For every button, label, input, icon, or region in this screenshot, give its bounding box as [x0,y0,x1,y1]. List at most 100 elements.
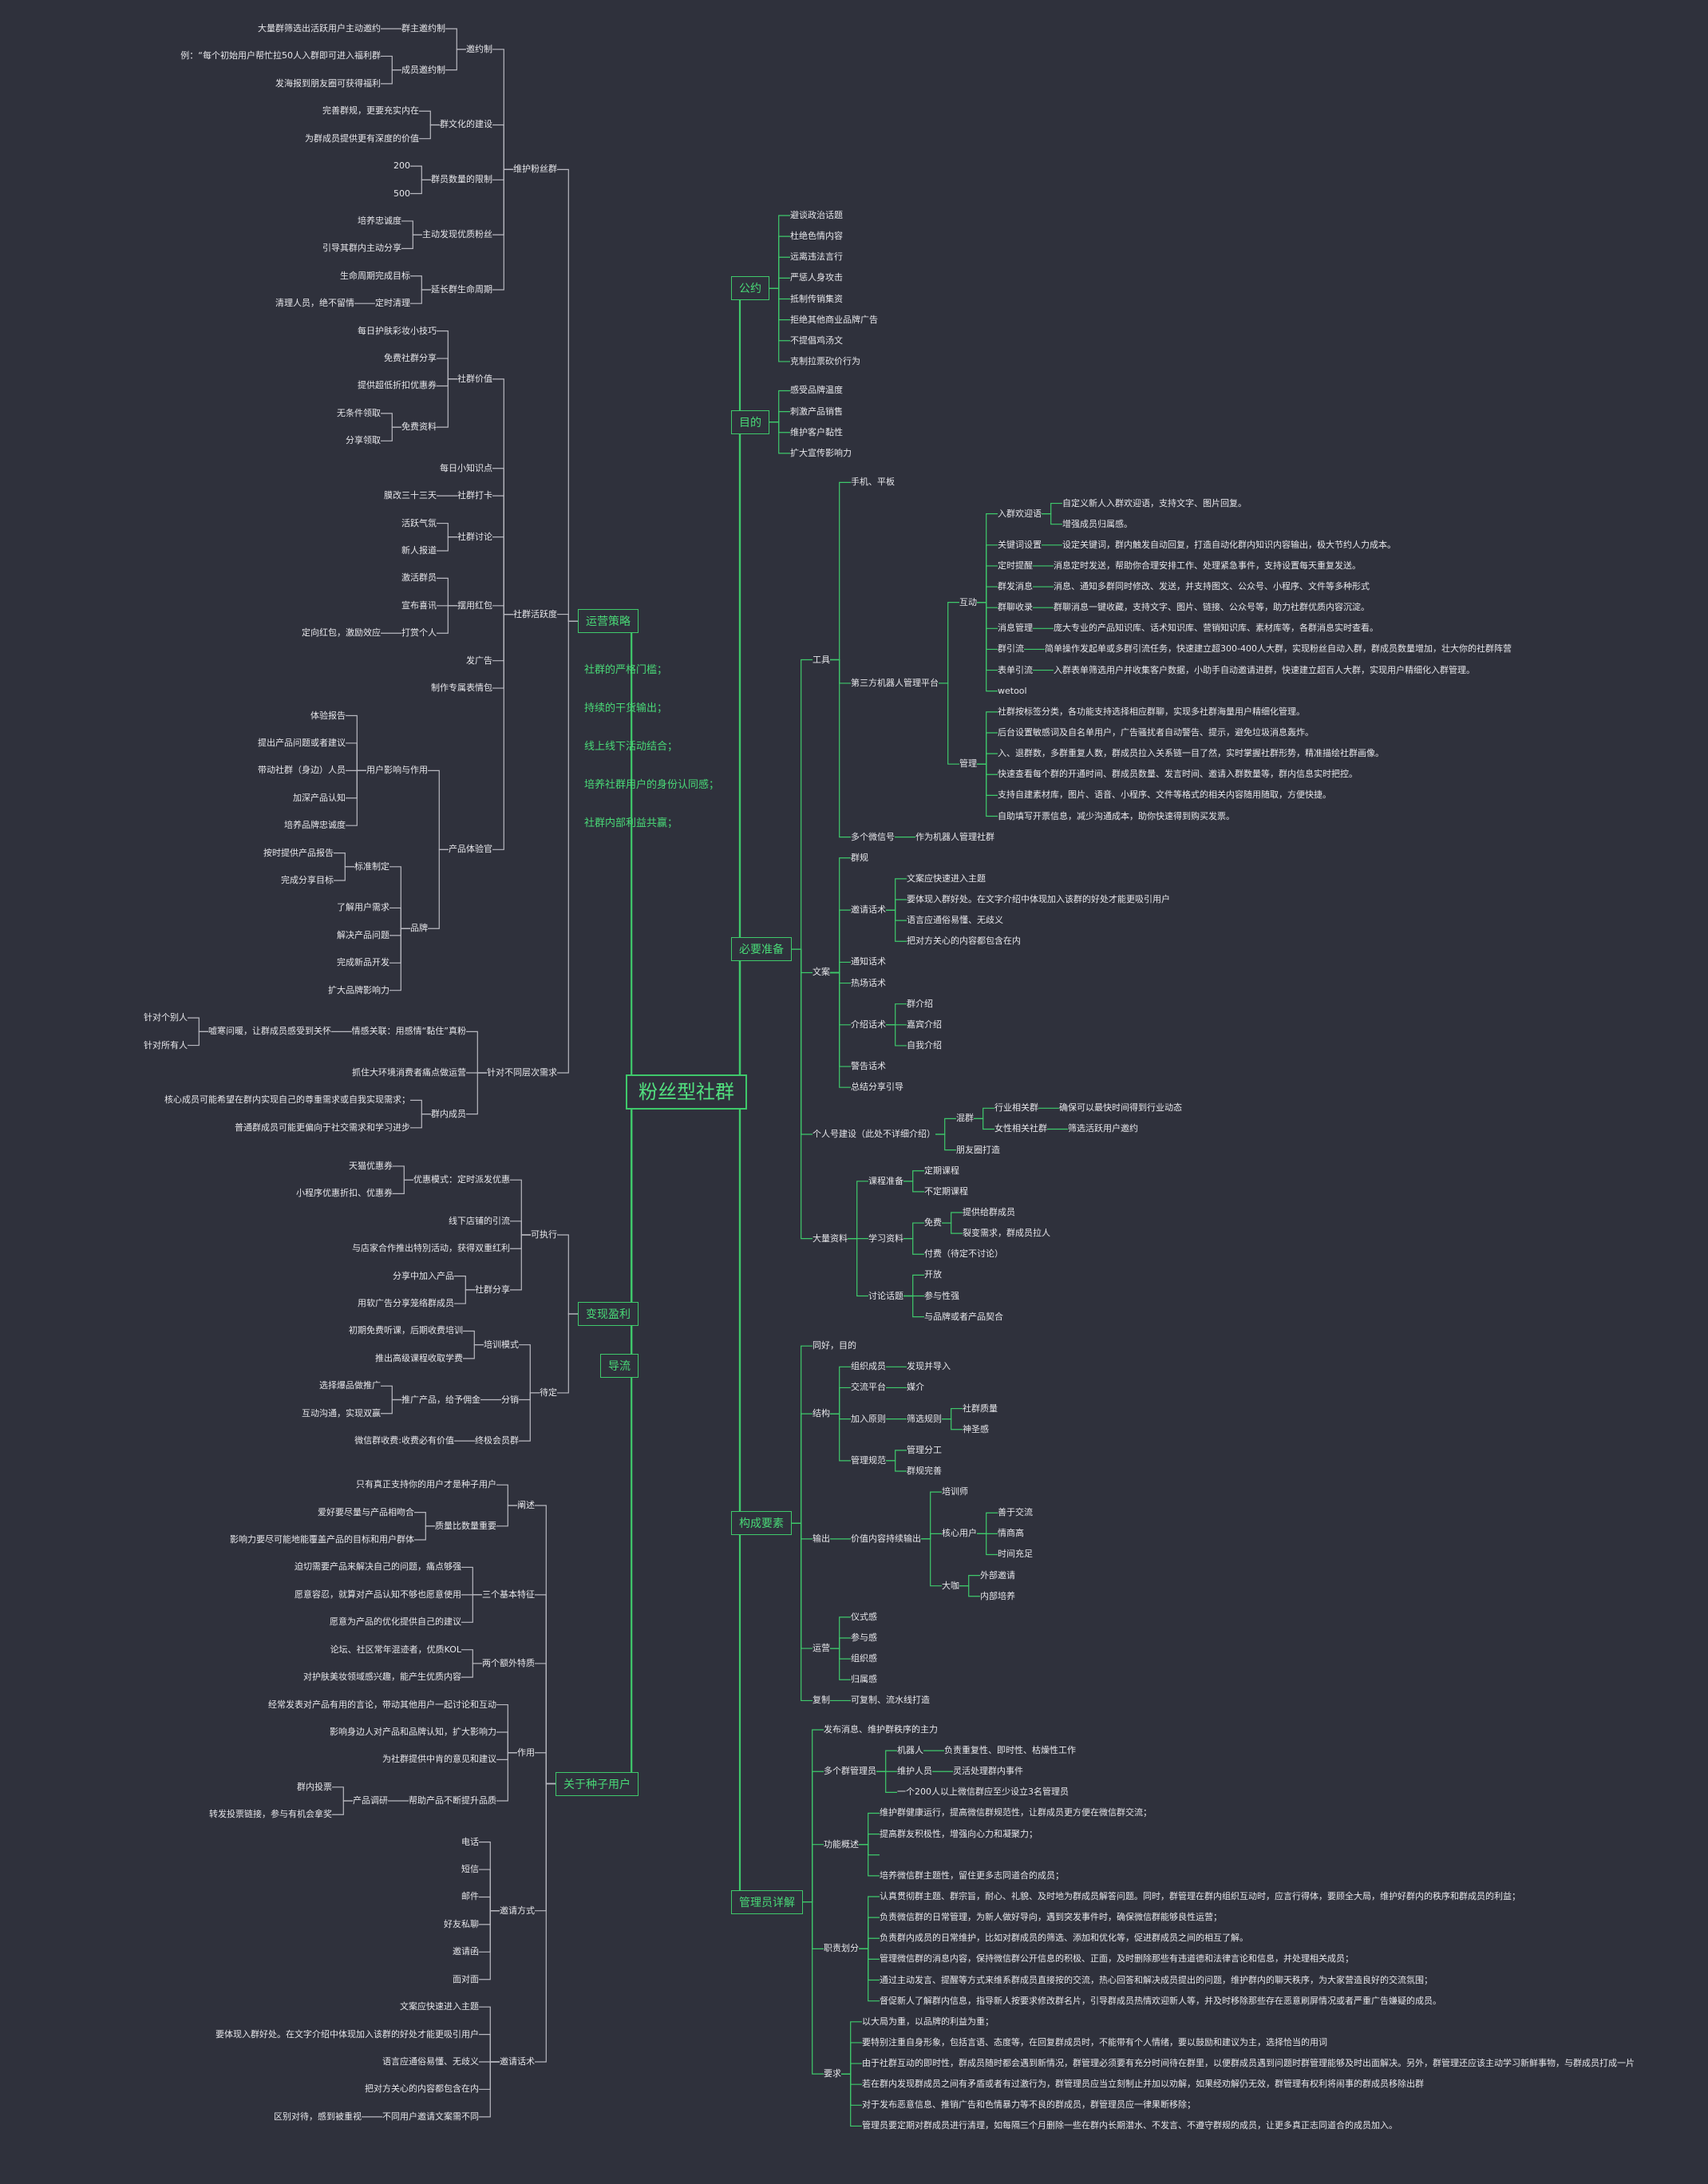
topic[interactable]: 对护肤美妆领域感兴趣，能产生优质内容 [303,1672,461,1683]
topic[interactable]: 社群价值 [457,373,492,384]
topic[interactable]: 大量群筛选出活跃用户主动邀约 [258,23,381,34]
topic[interactable]: 第三方机器人管理平台 [851,677,939,688]
topic[interactable]: 成员邀约制 [401,64,445,75]
topic[interactable]: 课程准备 [868,1175,903,1186]
topic[interactable]: 与品牌或者产品契合 [924,1311,1003,1322]
topic[interactable]: 关键词设置 [998,539,1042,550]
topic[interactable]: 仪式感 [851,1611,877,1622]
topic[interactable]: 群发消息 [998,581,1033,592]
topic[interactable]: 群规完善 [907,1465,942,1476]
topic[interactable]: 群内投票 [297,1781,332,1792]
topic[interactable]: 只有真正支持你的用户才是种子用户 [356,1479,496,1490]
topic[interactable]: 管理微信群的消息内容，保持微信群公开信息的积极、正面，及时删除那些有违道德和法律… [880,1953,1354,1964]
topic[interactable]: 短信 [461,1864,479,1875]
topic[interactable]: 不同用户邀请文案需不同 [382,2111,479,2122]
root-topic[interactable]: 粉丝型社群 [626,1074,747,1110]
topic[interactable]: 提供超低折扣优惠券 [358,380,437,391]
topic[interactable]: 大咖 [942,1580,959,1591]
topic[interactable]: 抓住大环境消费者痛点做运营 [352,1066,466,1078]
branch-topic[interactable]: 目的 [731,410,769,434]
topic[interactable]: 情商高 [998,1528,1024,1539]
topic[interactable]: 行业相关群 [994,1102,1038,1114]
topic[interactable]: 克制拉票砍价行为 [790,355,860,366]
topic[interactable]: 要体现入群好处。在文字介绍中体现加入该群的好处才能更吸引用户 [907,894,1170,905]
topic[interactable]: 确保可以最快时间得到行业动态 [1059,1102,1182,1114]
topic[interactable]: 终极会员群 [475,1435,519,1446]
topic[interactable]: 体验报告 [310,710,346,721]
topic[interactable]: 文案应快速进入主题 [907,872,986,884]
topic[interactable]: 管理 [959,758,977,770]
topic[interactable]: 一个200人以上微信群应至少设立3名管理员 [897,1786,1069,1798]
topic[interactable]: 刺激产品销售 [790,406,843,417]
topic[interactable]: 新人报道 [401,544,437,556]
topic[interactable]: 面对面 [453,1973,479,1984]
topic[interactable]: 定时提醒 [998,560,1033,571]
topic[interactable]: 发广告 [466,655,492,666]
topic[interactable]: 善于交流 [998,1507,1033,1518]
topic[interactable]: 邀请话术 [851,904,886,916]
topic[interactable]: 以大局为重，以品牌的利益为重； [862,2016,994,2027]
topic[interactable]: 群内成员 [431,1108,466,1119]
topic[interactable]: 摆用红包 [457,599,492,611]
topic[interactable]: 结构 [812,1408,830,1419]
topic[interactable]: 了解用户需求 [337,902,389,913]
topic[interactable]: 选择爆品做推广 [319,1380,381,1391]
topic[interactable]: 不提倡鸡汤文 [790,334,843,346]
topic[interactable]: 分享中加入产品 [393,1270,454,1281]
topic[interactable]: 复制 [812,1695,830,1706]
topic[interactable]: 介绍话术 [851,1019,886,1030]
topic[interactable]: 区别对待，感到被重视 [274,2111,362,2122]
topic[interactable]: 迫切需要产品来解决自己的问题，痛点够强 [295,1561,461,1573]
topic[interactable]: 愿意容忍，就算对产品认知不够也愿意使用 [295,1589,461,1600]
topic[interactable]: 手机、平板 [851,477,895,488]
topic[interactable]: 打赏个人 [401,627,437,639]
topic[interactable]: 表单引流 [998,664,1033,675]
topic[interactable]: 与店家合作推出特別活动，获得双重红利 [352,1243,510,1254]
topic[interactable]: 消息管理 [998,623,1033,634]
topic[interactable]: 抵制传销集资 [790,293,843,304]
topic[interactable]: 维护人员 [897,1766,932,1777]
topic[interactable]: 活跃气氛 [401,517,437,528]
topic[interactable]: 入群表单筛选用户并收集客户数据，小助手自动邀请进群，快速建立超百人大群，实现用户… [1054,664,1475,675]
topic[interactable]: 免费 [924,1217,942,1228]
topic[interactable]: 转发投票链接，参与有机会拿奖 [209,1809,332,1820]
topic[interactable]: 入、退群数，多群重复人数，群成员拉入关系链一目了然，实时掌握社群形势，精准描绘社… [998,748,1384,759]
topic[interactable]: 输出 [812,1533,830,1544]
topic[interactable]: 互动 [959,596,977,607]
topic[interactable]: 督促新人了解群内信息，指导新人按要求修改群名片，引导群成员热情欢迎新人等，并及时… [880,1995,1441,2006]
topic[interactable]: 提供给群成员 [963,1206,1015,1217]
topic[interactable]: 定期课程 [924,1165,959,1176]
topic[interactable]: 无条件领取 [337,407,381,418]
topic[interactable]: 小程序优惠折扣、优惠券 [296,1188,393,1199]
topic[interactable]: 功能概述 [824,1838,859,1850]
topic[interactable]: 定向红包，激励效应 [302,627,381,639]
topic[interactable]: 把对方关心的内容都包含在内 [365,2083,479,2095]
topic[interactable]: 解决产品问题 [337,929,389,940]
topic[interactable]: 按时提供产品报告 [263,847,334,858]
topic[interactable]: 影响力要尽可能地能覆盖产品的目标和用户群体 [230,1534,414,1545]
topic[interactable]: 同好，目的 [812,1340,856,1351]
topic[interactable]: 分享领取 [346,435,381,446]
topic[interactable]: 愿意为产品的优化提供自己的建议 [330,1616,461,1628]
topic[interactable]: 邮件 [461,1891,479,1902]
topic[interactable]: 产品体验官 [449,844,492,855]
topic[interactable]: 待定 [540,1387,557,1398]
topic[interactable]: 提高群友积极性，增强向心力和凝聚力； [880,1828,1038,1839]
topic[interactable]: 500 [393,188,410,199]
topic[interactable]: 推广产品，给予佣金 [401,1394,480,1405]
topic[interactable]: 情感关联：用感情“黏住”真粉 [351,1026,466,1037]
topic[interactable]: 通过主动发言、提醒等方式来维系群成员直接按的交流，热心回答和解决成员提出的问题，… [880,1974,1433,1985]
topic[interactable]: 设定关键词，群内触发自动回复，打造自动化群内知识内容输出，极大节约人力成本。 [1062,539,1396,550]
topic[interactable]: 激活群员 [401,572,437,584]
topic[interactable]: 邀请话术 [500,2056,535,2067]
topic[interactable]: 社群活跃度 [513,608,557,619]
topic[interactable]: 要特别注重自身形象，包括言语、态度等，在回复群成员时，不能带有个人情绪，要以鼓励… [862,2036,1327,2048]
topic[interactable]: 警告话术 [851,1061,886,1072]
topic[interactable]: 群员数量的限制 [431,174,492,185]
branch-topic[interactable]: 构成要素 [731,1511,792,1536]
topic[interactable]: 参与感 [851,1632,877,1644]
topic[interactable]: 维护粉丝群 [513,164,557,175]
topic[interactable]: 为社群提供中肯的意见和建议 [382,1754,496,1765]
topic[interactable]: 培养微信群主题性，留住更多志同道合的成员； [880,1869,1064,1881]
topic[interactable]: 普通群成员可能更偏向于社交需求和学习进步 [235,1122,410,1133]
